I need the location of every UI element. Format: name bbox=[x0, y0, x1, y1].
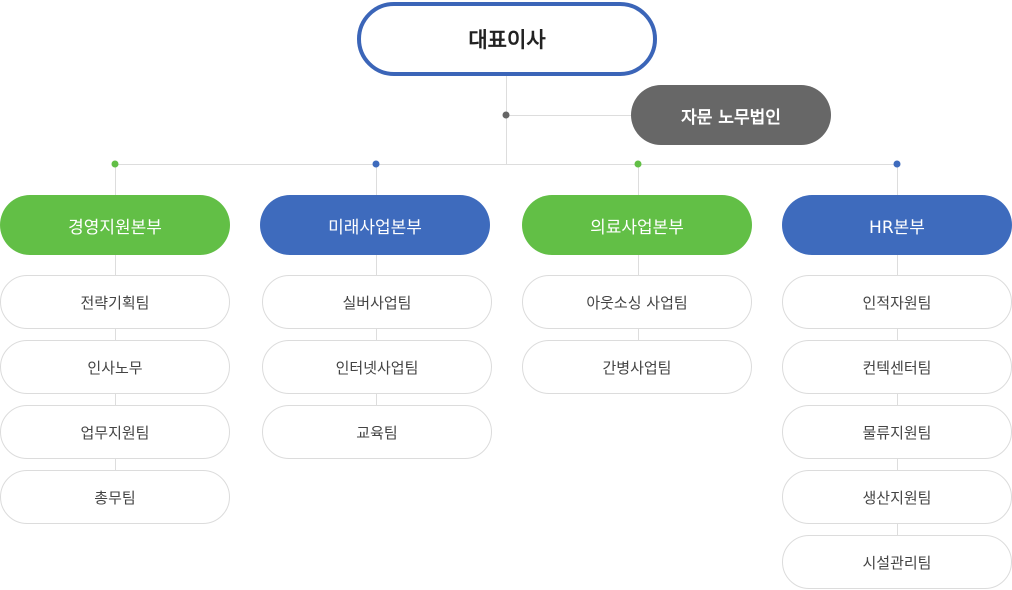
team-node: 인사노무 bbox=[0, 340, 230, 394]
team-node: 업무지원팀 bbox=[0, 405, 230, 459]
division-bus-line bbox=[115, 164, 898, 165]
team-label: 시설관리팀 bbox=[862, 553, 932, 572]
division-management-support: 경영지원본부 bbox=[0, 195, 230, 255]
team-label: 총무팀 bbox=[94, 488, 136, 507]
team-node: 전략기획팀 bbox=[0, 275, 230, 329]
team-label: 아웃소싱 사업팀 bbox=[586, 293, 688, 312]
team-node: 간병사업팀 bbox=[522, 340, 752, 394]
division-junction-dot bbox=[634, 160, 642, 168]
division-junction-dot bbox=[893, 160, 901, 168]
advisor-node: 자문 노무법인 bbox=[631, 85, 831, 145]
team-node: 실버사업팀 bbox=[262, 275, 492, 329]
team-node: 아웃소싱 사업팀 bbox=[522, 275, 752, 329]
advisor-label: 자문 노무법인 bbox=[681, 107, 781, 128]
team-node: 인적자원팀 bbox=[782, 275, 1012, 329]
team-node: 시설관리팀 bbox=[782, 535, 1012, 589]
team-node: 컨텍센터팀 bbox=[782, 340, 1012, 394]
team-label: 인터넷사업팀 bbox=[335, 358, 419, 377]
division-connector bbox=[638, 164, 639, 367]
division-hr: HR본부 bbox=[782, 195, 1012, 255]
team-label: 컨텍센터팀 bbox=[862, 358, 932, 377]
division-label: HR본부 bbox=[869, 217, 925, 238]
team-label: 인적자원팀 bbox=[862, 293, 932, 312]
team-label: 실버사업팀 bbox=[342, 293, 412, 312]
team-label: 업무지원팀 bbox=[80, 423, 150, 442]
division-label: 미래사업본부 bbox=[328, 217, 422, 238]
division-connector bbox=[115, 164, 116, 497]
ceo-connector bbox=[506, 74, 507, 164]
ceo-label: 대표이사 bbox=[468, 28, 546, 52]
ceo-node: 대표이사 bbox=[357, 2, 657, 76]
division-future-business: 미래사업본부 bbox=[260, 195, 490, 255]
team-label: 물류지원팀 bbox=[862, 423, 932, 442]
division-label: 의료사업본부 bbox=[590, 217, 684, 238]
team-label: 생산지원팀 bbox=[862, 488, 932, 507]
team-label: 교육팀 bbox=[356, 423, 398, 442]
team-label: 간병사업팀 bbox=[602, 358, 672, 377]
advisor-junction-dot bbox=[502, 111, 510, 119]
division-medical-business: 의료사업본부 bbox=[522, 195, 752, 255]
team-node: 인터넷사업팀 bbox=[262, 340, 492, 394]
team-node: 교육팀 bbox=[262, 405, 492, 459]
division-junction-dot bbox=[372, 160, 380, 168]
team-label: 전략기획팀 bbox=[80, 293, 150, 312]
team-node: 물류지원팀 bbox=[782, 405, 1012, 459]
division-label: 경영지원본부 bbox=[68, 217, 162, 238]
team-node: 총무팀 bbox=[0, 470, 230, 524]
advisor-connector bbox=[506, 115, 632, 116]
team-node: 생산지원팀 bbox=[782, 470, 1012, 524]
team-label: 인사노무 bbox=[87, 358, 143, 377]
division-junction-dot bbox=[111, 160, 119, 168]
